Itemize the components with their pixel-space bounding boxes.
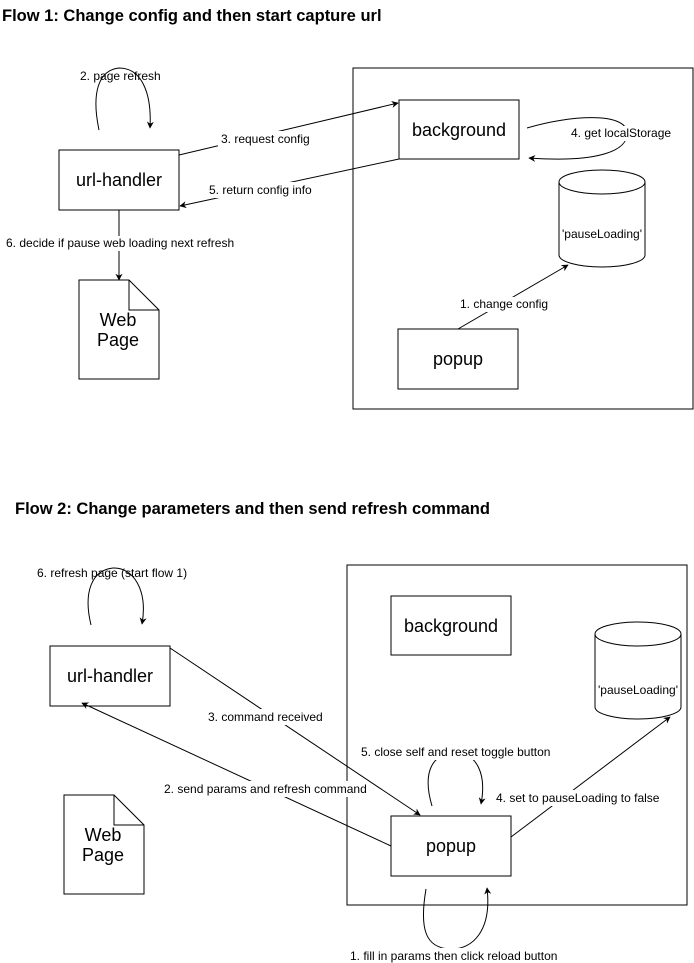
flow2-pause-loading-db: 'pauseLoading' bbox=[594, 621, 682, 720]
flow1-edge-page-refresh bbox=[95, 67, 154, 131]
flow2-edge-fill-params-label-bg bbox=[347, 948, 561, 963]
flow1-edge-request-config bbox=[178, 101, 399, 156]
flow2-edge-send-params-label: 2. send params and refresh command bbox=[164, 782, 367, 796]
flow2-background-node: background bbox=[390, 595, 512, 656]
flow1-edge-change-config-label-bg bbox=[458, 297, 552, 312]
flow2-background-label: background bbox=[404, 616, 498, 636]
flow1-popup-label: popup bbox=[433, 349, 483, 369]
flow1-web-page-label-2: Page bbox=[97, 330, 139, 350]
flow2-url-handler-node: url-handler bbox=[49, 645, 171, 707]
flow2-edge-close-self-label-bg bbox=[358, 744, 554, 760]
flow2-edge-command-received-label: 3. command received bbox=[208, 710, 323, 724]
flow1-edge-return-config-label: 5. return config info bbox=[209, 183, 312, 197]
flow1-edge-decide-pause-label-bg bbox=[4, 236, 238, 251]
flow2-edge-set-pause-false-label-bg bbox=[494, 790, 660, 806]
flow2-web-page-label-1: Web bbox=[85, 825, 122, 845]
flow1-popup-node: popup bbox=[397, 328, 519, 390]
flow2-edge-command-received-label-bg bbox=[206, 709, 328, 725]
flow2-edge-send-params-label-bg bbox=[162, 781, 368, 797]
flow1-db-label: 'pauseLoading' bbox=[562, 227, 642, 241]
flow2-edge-command-received bbox=[169, 647, 421, 816]
flow2-title: Flow 2: Change parameters and then send … bbox=[15, 500, 490, 518]
flow1-web-page-node: Web Page bbox=[78, 279, 160, 380]
flow2-edge-set-pause-false bbox=[510, 716, 671, 838]
flow2-popup-node: popup bbox=[390, 815, 512, 877]
flow1-edge-page-refresh-label: 2. page refresh bbox=[80, 69, 161, 83]
flow1-web-page-label-1: Web bbox=[100, 310, 137, 330]
flow2-edge-close-self-label: 5. close self and reset toggle button bbox=[361, 745, 550, 759]
flow2-db-label: 'pauseLoading' bbox=[598, 683, 678, 697]
flow1-background-label: background bbox=[412, 120, 506, 140]
flow1-edge-decide-pause-label: 6. decide if pause web loading next refr… bbox=[6, 236, 234, 250]
flow2-web-page-label-2: Page bbox=[82, 845, 124, 865]
flow2-popup-label: popup bbox=[426, 836, 476, 856]
flow2-url-handler-label: url-handler bbox=[67, 666, 153, 686]
flow1-edge-request-config-label-bg bbox=[218, 131, 314, 147]
flow1-edge-return-config-label-bg bbox=[206, 182, 316, 198]
flow1-url-handler-node: url-handler bbox=[58, 149, 180, 211]
flow1-edge-change-config-label: 1. change config bbox=[460, 297, 548, 311]
flow2-web-page-node: Web Page bbox=[63, 794, 145, 895]
flow1-pause-loading-db: 'pauseLoading' bbox=[558, 169, 646, 268]
flow2-edge-set-pause-false-label: 4. set to pauseLoading to false bbox=[496, 791, 660, 805]
flow1-edge-request-config-label: 3. request config bbox=[221, 132, 310, 146]
flow1-url-handler-label: url-handler bbox=[76, 170, 162, 190]
flow1-title: Flow 1: Change config and then start cap… bbox=[2, 7, 382, 25]
flow2-edge-refresh-page bbox=[87, 567, 147, 626]
flow1-edge-get-local-storage-label: 4. get localStorage bbox=[571, 126, 671, 140]
flow1-edge-get-local-storage-label-bg bbox=[568, 126, 676, 141]
flow1-background-node: background bbox=[398, 99, 520, 160]
flow2-edge-fill-params-label: 1. fill in params then click reload butt… bbox=[350, 949, 557, 963]
flow2-edge-send-params bbox=[81, 702, 392, 847]
flow2-edge-refresh-page-label: 6. refresh page (start flow 1) bbox=[37, 566, 187, 580]
